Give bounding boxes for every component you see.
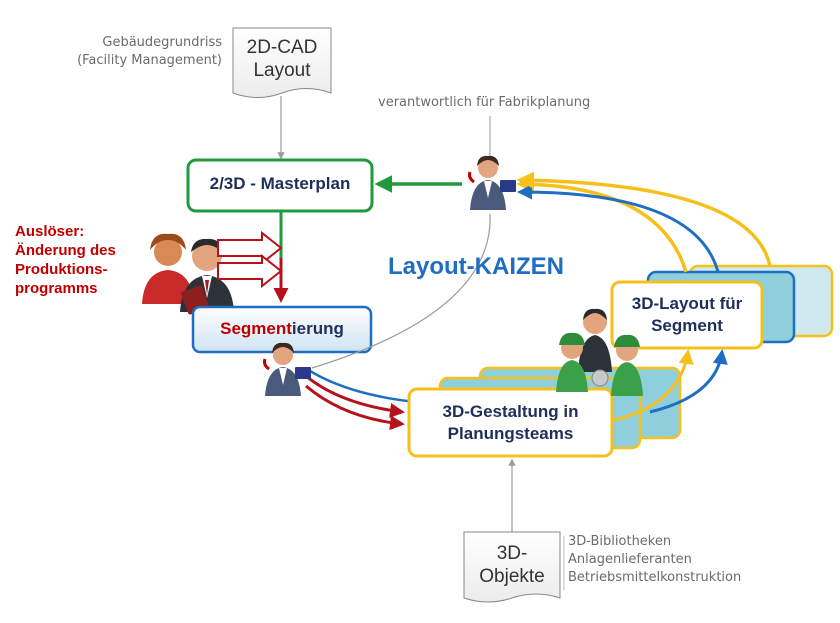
gestaltung-line1: 3D-Gestaltung in [442,402,579,421]
segment-to-team-red-arrow-2 [305,384,405,431]
cad-caption-line2: (Facility Management) [77,53,222,68]
trigger-arrow-upper [217,230,283,266]
planner-person-icon [468,155,516,210]
objects-doc-line2: Objekte [479,566,545,587]
objects-document-shape [463,531,561,603]
segment-to-team-red-arrow-1 [305,374,405,418]
trigger-line2: Änderung des [15,242,116,259]
trigger-people-icon [142,233,234,315]
gestaltung-box[interactable] [407,387,614,458]
cad-caption-line1: Gebäudegrundriss [102,35,222,50]
segment-to-team-blue-line [309,369,417,404]
layout-to-planner-yellow-arrow-2 [516,171,772,267]
masterplan-box[interactable] [186,158,374,213]
segment-planner-person-icon [263,342,311,396]
gestaltung-line2: Planungsteams [447,424,574,443]
objects-document-label: 3D- Objekte [464,542,560,588]
planning-team-icon [556,308,643,396]
objects-doc-line1: 3D- [496,543,528,564]
gestaltung-label[interactable]: 3D-Gestaltung in Planungsteams [409,401,612,445]
layout-segment-box[interactable] [610,280,764,350]
trigger-line4: programms [15,280,98,297]
objects-caption-line3: Betriebsmittelkonstruktion [568,570,742,585]
cad-doc-line1: 2D-CAD [246,37,318,58]
diagram-title: Layout-KAIZEN [388,253,564,280]
segmentierung-part1: Segment [220,319,292,338]
cad-caption: Gebäudegrundriss (Facility Management) [62,34,222,70]
layout-segment-label[interactable]: 3D-Layout für Segment [612,293,762,337]
team-to-layout-yellow-arrow [613,349,694,422]
trigger-arrow-lower [217,253,283,289]
team-to-layout-blue-arrow [649,349,728,414]
layout-to-planner-yellow-arrow-1 [516,175,688,273]
layout-to-planner-blue-arrow [517,184,720,273]
layout-segment-line1: 3D-Layout für [631,294,743,313]
segmentierung-part2: ierung [291,319,344,338]
planner-link-curve [311,213,491,369]
segmentierung-label[interactable]: Segmentierung [193,319,371,339]
layout-segment-line2: Segment [651,316,723,335]
cad-doc-line2: Layout [253,60,311,81]
objects-caption: 3D-Bibliotheken Anlagenlieferanten Betri… [568,533,758,587]
cad-document-shape [232,27,332,98]
objects-caption-line1: 3D-Bibliotheken [568,534,672,549]
objects-caption-line2: Anlagenlieferanten [568,552,692,567]
cad-document-label: 2D-CAD Layout [233,36,331,82]
trigger-label: Auslöser: Änderung des Produktions- prog… [15,222,145,298]
masterplan-label[interactable]: 2/3D - Masterplan [209,174,351,193]
trigger-line1: Auslöser: [15,223,85,240]
trigger-line3: Produktions- [15,261,108,278]
responsible-caption: verantwortlich für Fabrikplanung [378,95,591,110]
